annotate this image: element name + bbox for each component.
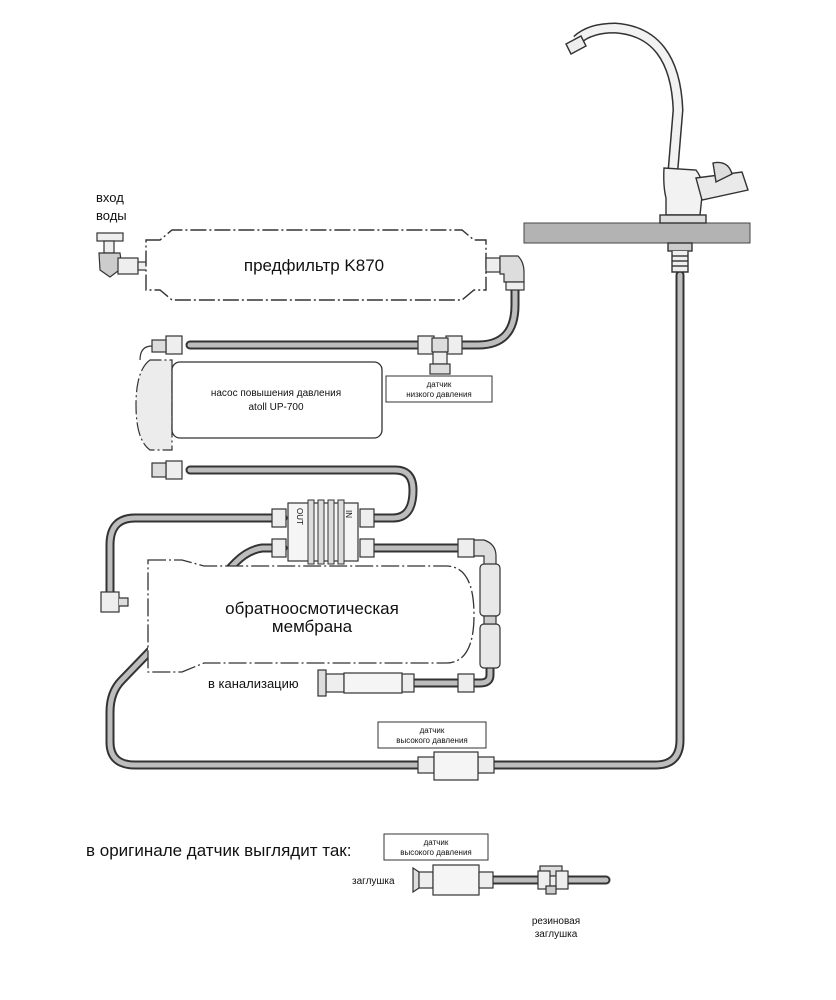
pump-label-1: насос повышения давления [211, 388, 341, 399]
high-sensor-text-2: высокого давления [396, 736, 468, 745]
ro-membrane: обратноосмотическая мембрана [147, 559, 475, 673]
countertop [523, 222, 751, 244]
prefilter-outlet-elbow-icon [485, 255, 525, 291]
footer-sensor-text-2: высокого давления [400, 848, 472, 857]
water-inlet-label-1: вход [96, 190, 124, 205]
flow-block: OUT IN [287, 499, 359, 565]
membrane-side-fittings [479, 563, 501, 669]
inlet-valve-icon [96, 232, 153, 278]
high-sensor-text-1: датчик [420, 726, 445, 735]
tubing [105, 270, 685, 770]
footer-plug-label: заглушка [352, 876, 395, 887]
prefilter-label: предфильтр K870 [244, 256, 384, 275]
membrane-label-1: обратноосмотическая [225, 599, 399, 618]
low-sensor-text-2: низкого давления [406, 390, 472, 399]
membrane-label-2: мембрана [272, 617, 353, 636]
drain-restrictor [317, 669, 403, 697]
footer-rubber-plug-label-1: резиновая [532, 916, 580, 927]
water-inlet-label-2: воды [96, 208, 127, 223]
drain-label: в канализацию [208, 676, 299, 691]
pump-label-2: atoll UP-700 [248, 402, 303, 413]
high-pressure-sensor: датчик высокого давления [377, 721, 487, 781]
prefilter: предфильтр K870 [145, 229, 487, 301]
footer-sensor: датчик высокого давления [383, 833, 611, 896]
booster-pump: насос повышения давления atoll UP-700 [135, 359, 383, 451]
port-in-label: IN [344, 510, 353, 518]
faucet-icon [565, 22, 749, 273]
low-pressure-sensor-label: датчик низкого давления [385, 375, 493, 403]
port-out-label: OUT [295, 508, 304, 525]
fittings [100, 335, 497, 774]
footer-sensor-text-1: датчик [424, 838, 449, 847]
low-sensor-text-1: датчик [427, 380, 452, 389]
footer-rubber-plug-label-2: заглушка [535, 929, 578, 940]
footer-note: в оригинале датчик выглядит так: [86, 841, 351, 860]
